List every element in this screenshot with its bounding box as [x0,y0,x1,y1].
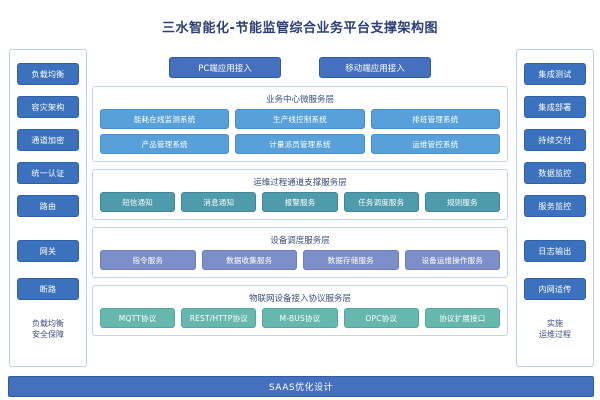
left-sidebar: 负载均衡 容灾架构 通道加密 统一认证 路由 网关 断路 负载均衡 安全保障 [9,49,87,367]
node-shift-management[interactable]: 排班管理系统 [370,109,500,129]
layer-business-microservice: 业务中心微服务层 能耗在线监测系统 生产线控制系统 排班管理系统 产品管理系统 … [92,86,508,162]
layer-row: 产品管理系统 计量派员管理系统 运维管控系统 [100,134,500,154]
sidebar-item-continuous-delivery[interactable]: 持续交付 [524,129,586,151]
sidebar-item-disaster-recovery[interactable]: 容灾架构 [17,96,79,118]
node-command-service[interactable]: 指令服务 [100,250,196,270]
node-product-management[interactable]: 产品管理系统 [100,134,230,154]
node-rule-service[interactable]: 规则服务 [424,192,501,212]
layer-title: 设备调度服务层 [270,236,330,246]
application-access-row: PC端应用接入 移动端应用接入 [88,57,512,78]
sidebar-item-intranet-transfer[interactable]: 内网适传 [524,278,586,300]
node-rest-http-protocol[interactable]: REST/HTTP协议 [181,308,257,328]
node-message-notification[interactable]: 消息通知 [181,192,257,212]
node-ops-control[interactable]: 运维管控系统 [370,134,500,154]
sidebar-item-load-balance[interactable]: 负载均衡 [17,63,79,85]
sidebar-item-circuit-breaker[interactable]: 断路 [17,278,79,300]
page-title: 三水智能化-节能监管综合业务平台支撑架构图 [162,21,438,36]
node-data-collection-service[interactable]: 数据收集服务 [201,250,297,270]
sidebar-item-channel-encryption[interactable]: 通道加密 [17,129,79,151]
layer-channel-support: 运维过程通道支撑服务层 短信通知 消息通知 报警服务 任务调度服务 规则服务 [92,169,508,220]
layer-row: MQTT协议 REST/HTTP协议 M-BUS协议 OPC协议 协议扩展接口 [100,308,501,328]
layer-iot-protocol: 物联网设备接入协议服务层 MQTT协议 REST/HTTP协议 M-BUS协议 … [92,285,508,336]
layer-row: 指令服务 数据收集服务 数据存储服务 设备运维操作服务 [100,250,500,270]
node-sms-notification[interactable]: 短信通知 [100,192,176,212]
node-device-ops-service[interactable]: 设备运维操作服务 [404,250,500,270]
right-sidebar: 集成测试 集成部署 持续交付 数据监控 服务监控 日志输出 内网适传 实施 运维… [516,49,594,367]
sidebar-item-integration-test[interactable]: 集成测试 [524,63,586,85]
node-opc-protocol[interactable]: OPC协议 [343,308,419,328]
footer-saas-bar: SAAS优化设计 [8,376,594,397]
sidebar-item-gateway[interactable]: 网关 [17,240,79,262]
layer-device-scheduling: 设备调度服务层 指令服务 数据收集服务 数据存储服务 设备运维操作服务 [92,227,508,278]
layer-title: 运维过程通道支撑服务层 [253,178,347,188]
left-sidebar-caption: 负载均衡 安全保障 [32,319,64,339]
node-alarm-service[interactable]: 报警服务 [262,192,338,212]
node-protocol-extension-interface[interactable]: 协议扩展接口 [424,308,501,328]
sidebar-item-routing[interactable]: 路由 [17,195,79,217]
node-energy-monitoring[interactable]: 能耗在线监测系统 [100,109,230,129]
layer-title: 物联网设备接入协议服务层 [248,294,351,304]
node-data-storage-service[interactable]: 数据存储服务 [303,250,399,270]
sidebar-item-unified-auth[interactable]: 统一认证 [17,162,79,184]
node-task-scheduling-service[interactable]: 任务调度服务 [343,192,419,212]
layer-title: 业务中心微服务层 [265,95,334,105]
layer-row: 短信通知 消息通知 报警服务 任务调度服务 规则服务 [100,192,501,212]
access-button-pc[interactable]: PC端应用接入 [169,57,281,78]
node-metering-staff-management[interactable]: 计量派员管理系统 [235,134,365,154]
node-production-control[interactable]: 生产线控制系统 [235,109,365,129]
right-sidebar-caption: 实施 运维过程 [539,319,571,339]
layer-stack: 业务中心微服务层 能耗在线监测系统 生产线控制系统 排班管理系统 产品管理系统 … [92,86,508,343]
sidebar-item-integration-deploy[interactable]: 集成部署 [524,96,586,118]
sidebar-item-data-monitoring[interactable]: 数据监控 [524,162,586,184]
layer-row: 能耗在线监测系统 生产线控制系统 排班管理系统 [100,109,500,129]
sidebar-item-log-output[interactable]: 日志输出 [524,240,586,262]
sidebar-item-service-monitoring[interactable]: 服务监控 [524,195,586,217]
node-mqtt-protocol[interactable]: MQTT协议 [100,308,176,328]
access-button-mobile[interactable]: 移动端应用接入 [319,57,431,78]
node-mbus-protocol[interactable]: M-BUS协议 [262,308,338,328]
